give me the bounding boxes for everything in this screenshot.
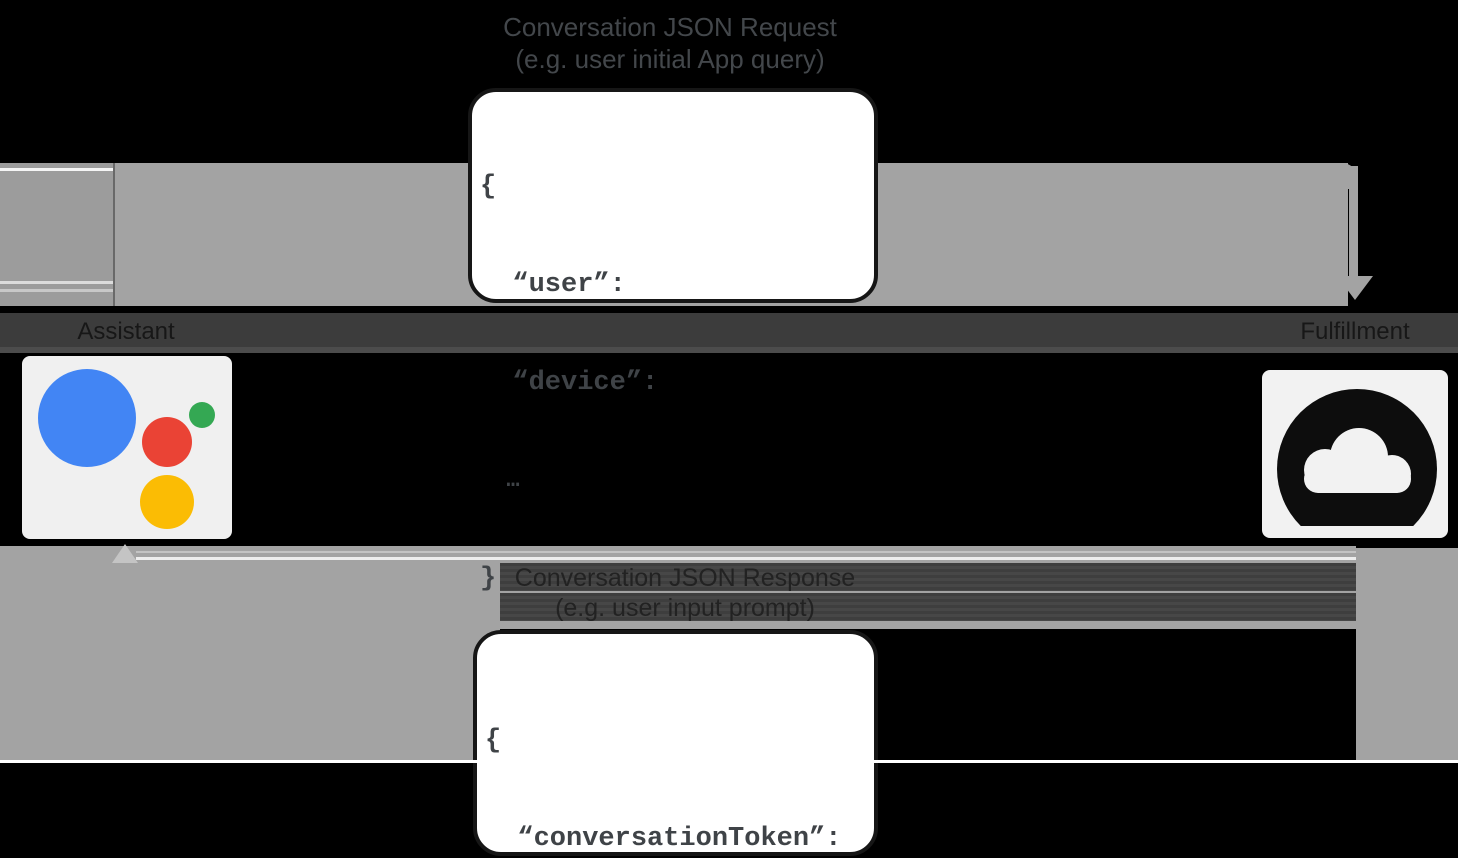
response-arrow-line: [136, 557, 1356, 560]
response-arrow-band-right: [1356, 548, 1458, 760]
request-title: Conversation JSON Request: [503, 12, 837, 42]
code-line: …: [480, 468, 520, 493]
assistant-label: Assistant: [77, 318, 175, 345]
request-caption: Conversation JSON Request (e.g. user ini…: [370, 12, 970, 74]
request-arrow-shaft: [1349, 166, 1358, 278]
assistant-blue-circle: [38, 369, 136, 467]
code-line: “conversationToken”:: [485, 824, 842, 854]
response-caption-stripe: [500, 593, 1356, 621]
code-line: “user”:: [480, 270, 626, 300]
code-line: “device”:: [480, 368, 659, 398]
response-payload-card: { “conversationToken”: “userStorage”: … …: [473, 630, 878, 856]
arrow-artifact-line: [0, 168, 113, 171]
band-seam: [113, 163, 115, 306]
actor-label-band-strip: [0, 347, 1458, 353]
response-subtitle: (e.g. user input prompt): [555, 594, 815, 622]
response-arrow-shaft: [0, 760, 1458, 763]
assistant-yellow-circle: [140, 475, 194, 529]
request-payload-card: { “user”: “device”: … }: [468, 88, 878, 594]
arrow-artifact-line: [0, 289, 113, 292]
response-arrow-line: [136, 551, 1356, 553]
code-line: }: [480, 564, 497, 594]
arrow-down-icon: [1337, 276, 1373, 300]
google-assistant-logo: [22, 356, 232, 539]
code-line: {: [480, 172, 497, 202]
assistant-green-circle: [189, 402, 215, 428]
response-arrow-band-left: [0, 546, 500, 760]
response-caption: Conversation JSON Response (e.g. user in…: [385, 564, 985, 622]
response-caption-stripe: [500, 563, 1356, 591]
fulfillment-label: Fulfillment: [1300, 318, 1410, 345]
google-cloud-icon: [1262, 370, 1448, 538]
request-arrow-band-left: [0, 163, 113, 306]
arrow-artifact-line: [0, 281, 113, 284]
assistant-red-circle: [142, 417, 192, 467]
code-line: {: [485, 726, 502, 756]
request-subtitle: (e.g. user initial App query): [515, 44, 825, 74]
cloud-icon: [1277, 389, 1437, 526]
actor-label-band: [0, 313, 1458, 347]
response-title: Conversation JSON Response: [514, 564, 856, 592]
arrow-up-icon: [112, 544, 138, 563]
